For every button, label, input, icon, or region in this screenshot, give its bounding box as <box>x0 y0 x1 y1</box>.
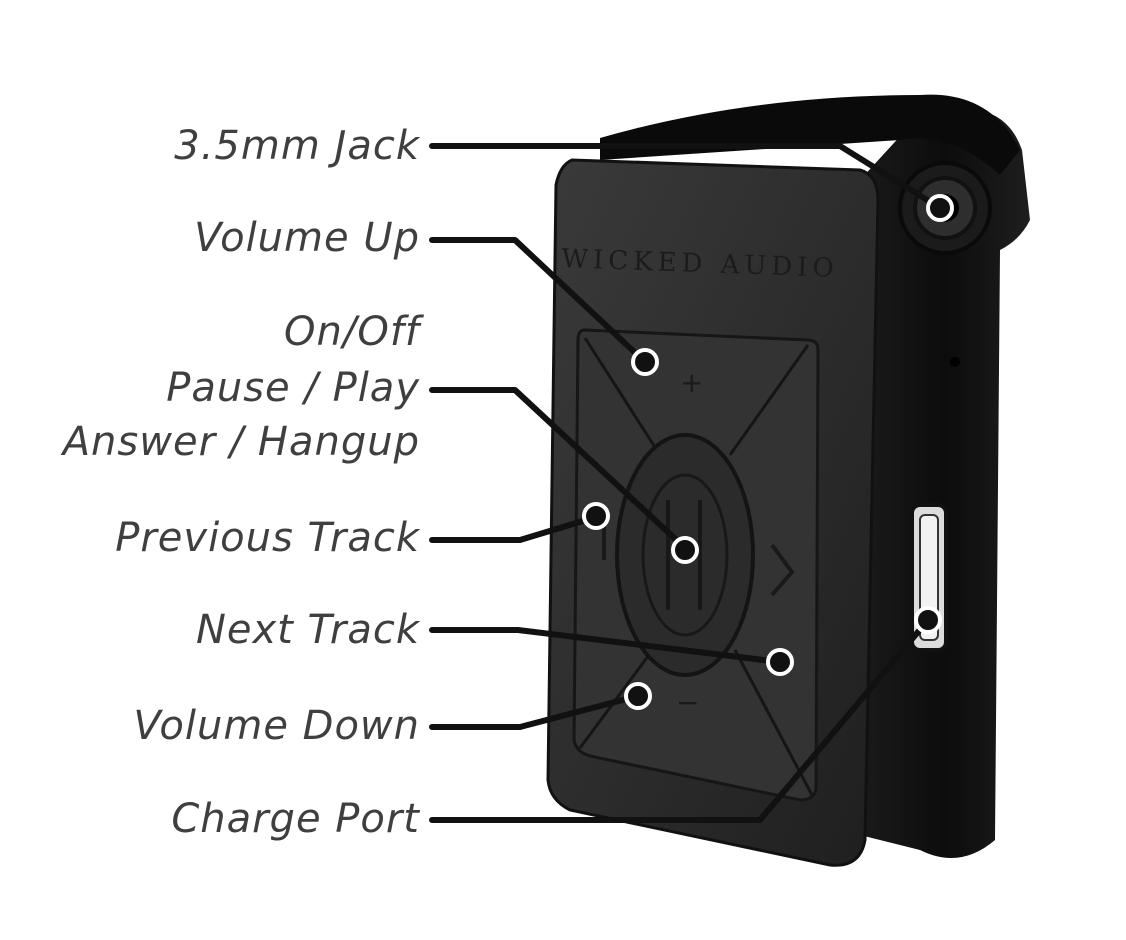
leader-next <box>429 627 783 665</box>
label-charge-port: Charge Port <box>171 796 420 842</box>
leader-lines <box>429 143 943 823</box>
next-symbol <box>770 543 795 597</box>
label-answer-hangup: Answer / Hangup <box>62 419 420 465</box>
dot-next <box>766 648 794 676</box>
leader-volume-down <box>429 693 641 730</box>
dot-jack <box>926 194 954 222</box>
label-volume-down: Volume Down <box>133 703 420 749</box>
label-jack: 3.5mm Jack <box>174 123 420 169</box>
dot-volume-down <box>624 682 652 710</box>
label-on-off: On/Off <box>284 309 420 355</box>
leader-previous <box>429 514 599 543</box>
plus-symbol: + <box>680 366 703 399</box>
leader-dots <box>582 194 954 710</box>
device-side <box>860 109 1030 858</box>
label-next-track: Next Track <box>195 607 420 653</box>
leader-volume-up <box>429 237 648 365</box>
dot-volume-up <box>631 348 659 376</box>
label-previous-track: Previous Track <box>115 515 420 561</box>
dot-pause-play <box>671 536 699 564</box>
dot-previous <box>582 502 610 530</box>
leader-jack <box>429 143 943 211</box>
leader-pause-play <box>429 387 688 551</box>
dot-charge <box>914 606 942 634</box>
leader-charge <box>429 617 931 823</box>
device-clip <box>600 94 1020 175</box>
label-volume-up: Volume Up <box>194 215 420 261</box>
label-pause-play: Pause / Play <box>166 365 420 411</box>
minus-symbol: − <box>676 686 699 719</box>
